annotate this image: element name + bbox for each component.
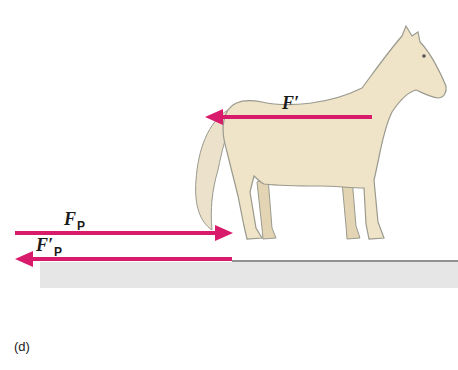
arrowhead (205, 109, 223, 125)
force-arrow (220, 115, 372, 119)
ground-band (40, 262, 458, 288)
force-arrow (15, 231, 217, 235)
ground-line (232, 260, 458, 261)
force-subscript: P (54, 246, 62, 258)
force-symbol: F′ (282, 94, 299, 112)
panel-label: (d) (14, 340, 30, 353)
arrowhead (215, 225, 233, 241)
force-symbol: F′ (36, 236, 53, 254)
horse-body (223, 26, 446, 239)
arrowhead (15, 251, 33, 267)
force-subscript: P (77, 220, 85, 232)
force-symbol: F (64, 210, 76, 228)
far-hind-leg (257, 178, 276, 239)
horse-eye (422, 54, 426, 58)
